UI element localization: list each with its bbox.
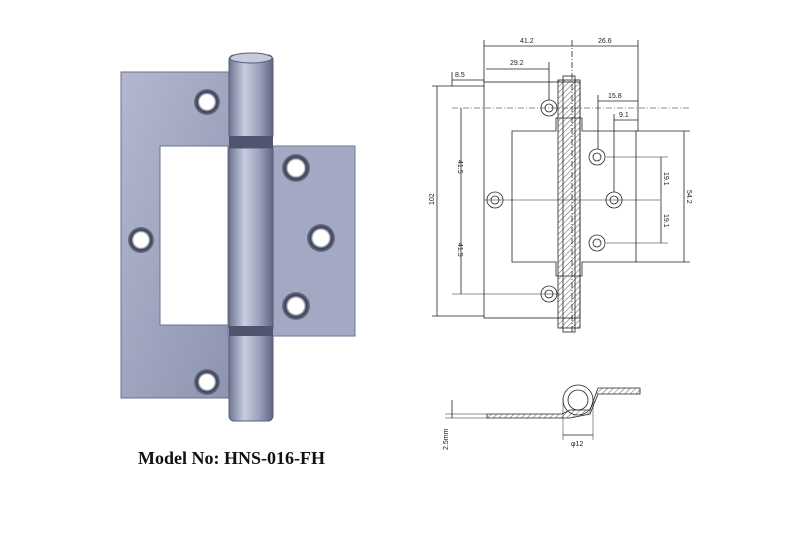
dim-41-2: 41.2 (520, 38, 534, 45)
screw-hole (282, 292, 310, 320)
dim-54-2: 54.2 (685, 190, 692, 204)
dim-15-8: 15.8 (608, 93, 622, 100)
dim-19-1-top: 19.1 (662, 172, 669, 186)
knuckle-top (228, 54, 274, 141)
knuckle-bottom (228, 332, 274, 422)
dim-9-1: 9.1 (619, 112, 629, 119)
dim-8-5: 8.5 (455, 72, 465, 79)
dim-29-2: 29.2 (510, 60, 524, 67)
hinge-photo (120, 52, 356, 422)
model-caption: Model No: HNS-016-FH (138, 448, 325, 468)
screw-hole (194, 89, 220, 115)
dim-26-6: 26.6 (598, 38, 612, 45)
dim-41-5-top: 41.5 (456, 160, 463, 174)
dim-thickness: 2.5mm (443, 428, 450, 450)
screw-hole (282, 154, 310, 182)
section-view (486, 387, 641, 419)
drawing-knuckle (557, 79, 581, 329)
screw-hole (128, 227, 154, 253)
screw-hole (194, 369, 220, 395)
dimension-labels: 41.2 26.6 29.2 8.5 15.8 9.1 102 41.5 41.… (429, 38, 692, 450)
dim-41-5-bottom: 41.5 (456, 243, 463, 257)
dim-diameter: φ12 (571, 441, 583, 448)
technical-drawing (432, 40, 690, 440)
dim-19-1-bottom: 19.1 (662, 214, 669, 228)
screw-hole (307, 224, 335, 252)
knuckle-middle (228, 147, 274, 329)
dim-102: 102 (429, 193, 436, 205)
